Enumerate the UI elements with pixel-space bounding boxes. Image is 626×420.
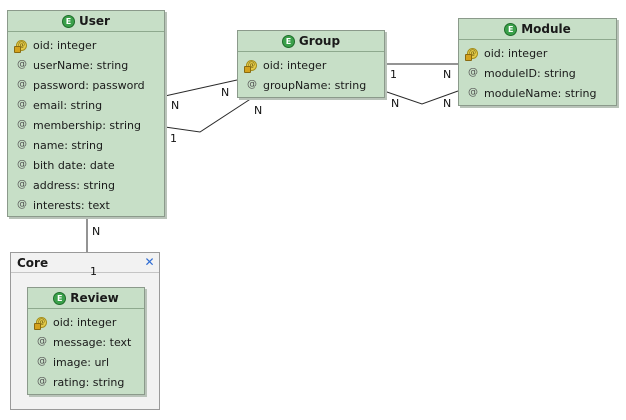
attribute-row[interactable]: @ oid: integer	[8, 35, 164, 55]
at-sign-icon: @	[17, 159, 27, 170]
attribute-label: interests: text	[33, 198, 110, 212]
entity-group-attributes: @ oid: integer @ groupName: string	[238, 52, 384, 95]
entity-group[interactable]: E Group @ oid: integer @ groupName: string	[237, 30, 385, 98]
attribute-label: oid: integer	[53, 315, 117, 329]
attribute-label: address: string	[33, 178, 115, 192]
attribute-label: bith date: date	[33, 158, 115, 172]
at-sign-icon: @	[17, 139, 27, 150]
attribute-label: rating: string	[53, 375, 125, 389]
package-divider	[11, 272, 159, 273]
attribute-row[interactable]: @ groupName: string	[238, 75, 384, 95]
entity-review-attributes: @ oid: integer @ message: text @ image: url…	[28, 309, 144, 392]
attribute-row[interactable]: @ bith date: date	[8, 155, 164, 175]
relation-user-group-b	[164, 97, 253, 133]
attribute-label: userName: string	[33, 58, 129, 72]
attribute-label: image: url	[53, 355, 110, 369]
entity-review-header: E Review	[28, 288, 144, 309]
attribute-label: moduleID: string	[484, 66, 576, 80]
attribute-row[interactable]: @ interests: text	[8, 195, 164, 215]
at-sign-icon: @	[17, 179, 27, 190]
entity-module-title: Module	[521, 22, 571, 36]
entity-review[interactable]: E Review @ oid: integer @ message: text @ i…	[27, 287, 145, 395]
attribute-row[interactable]: @ moduleID: string	[459, 63, 616, 83]
attribute-row[interactable]: @ name: string	[8, 135, 164, 155]
at-sign-icon: @	[37, 376, 47, 387]
attribute-label: name: string	[33, 138, 103, 152]
attribute-row[interactable]: @ membership: string	[8, 115, 164, 135]
relation-group-module-b	[383, 90, 459, 105]
attribute-row[interactable]: @ rating: string	[28, 372, 144, 392]
attribute-row[interactable]: @ address: string	[8, 175, 164, 195]
entity-user[interactable]: E User @ oid: integer @ userName: string @…	[7, 10, 165, 217]
cardinality-label: N	[443, 97, 452, 110]
entity-e-icon: E	[53, 291, 67, 305]
at-sign-icon: @	[17, 119, 27, 130]
cardinality-label: N	[92, 225, 101, 238]
key-icon: @	[244, 59, 257, 73]
entity-user-title: User	[79, 14, 110, 28]
attribute-label: message: text	[53, 335, 132, 349]
cardinality-label: 1	[90, 265, 97, 278]
entity-e-icon: E	[62, 14, 76, 28]
cardinality-label: 1	[390, 68, 397, 81]
entity-user-attributes: @ oid: integer @ userName: string @ passwor…	[8, 32, 164, 215]
entity-e-icon: E	[504, 22, 518, 36]
entity-module[interactable]: E Module @ oid: integer @ moduleID: string…	[458, 18, 617, 106]
at-sign-icon: @	[37, 356, 47, 367]
entity-module-header: E Module	[459, 19, 616, 40]
at-sign-icon: @	[17, 199, 27, 210]
attribute-label: moduleName: string	[484, 86, 597, 100]
cardinality-label: N	[391, 97, 400, 110]
cardinality-label: N	[221, 86, 230, 99]
entity-group-title: Group	[298, 34, 341, 48]
cardinality-label: N	[171, 99, 180, 112]
attribute-label: groupName: string	[263, 78, 367, 92]
attribute-row[interactable]: @ email: string	[8, 95, 164, 115]
package-cross-icon[interactable]: ✕	[144, 255, 155, 269]
entity-review-title: Review	[70, 291, 119, 305]
package-title: Core	[17, 256, 49, 270]
cardinality-label: 1	[170, 132, 177, 145]
at-sign-icon: @	[17, 79, 27, 90]
attribute-row[interactable]: @ password: password	[8, 75, 164, 95]
at-sign-icon: @	[17, 59, 27, 70]
attribute-label: email: string	[33, 98, 103, 112]
at-sign-icon: @	[37, 336, 47, 347]
attribute-label: password: password	[33, 78, 145, 92]
cardinality-label: N	[443, 68, 452, 81]
attribute-row[interactable]: @ oid: integer	[28, 312, 144, 332]
at-sign-icon: @	[247, 79, 257, 90]
key-icon: @	[14, 39, 27, 53]
attribute-label: oid: integer	[263, 58, 327, 72]
attribute-row[interactable]: @ oid: integer	[238, 55, 384, 75]
key-icon: @	[34, 316, 47, 330]
cardinality-label: N	[254, 104, 263, 117]
entity-e-icon: E	[281, 34, 295, 48]
attribute-label: oid: integer	[484, 46, 548, 60]
attribute-label: membership: string	[33, 118, 141, 132]
key-icon: @	[465, 47, 478, 61]
entity-user-header: E User	[8, 11, 164, 32]
at-sign-icon: @	[468, 67, 478, 78]
at-sign-icon: @	[468, 87, 478, 98]
attribute-row[interactable]: @ message: text	[28, 332, 144, 352]
attribute-row[interactable]: @ moduleName: string	[459, 83, 616, 103]
relation-user-group-a	[164, 79, 238, 97]
attribute-row[interactable]: @ oid: integer	[459, 43, 616, 63]
at-sign-icon: @	[17, 99, 27, 110]
entity-group-header: E Group	[238, 31, 384, 52]
attribute-label: oid: integer	[33, 38, 97, 52]
attribute-row[interactable]: @ userName: string	[8, 55, 164, 75]
entity-module-attributes: @ oid: integer @ moduleID: string @ moduleN…	[459, 40, 616, 103]
attribute-row[interactable]: @ image: url	[28, 352, 144, 372]
